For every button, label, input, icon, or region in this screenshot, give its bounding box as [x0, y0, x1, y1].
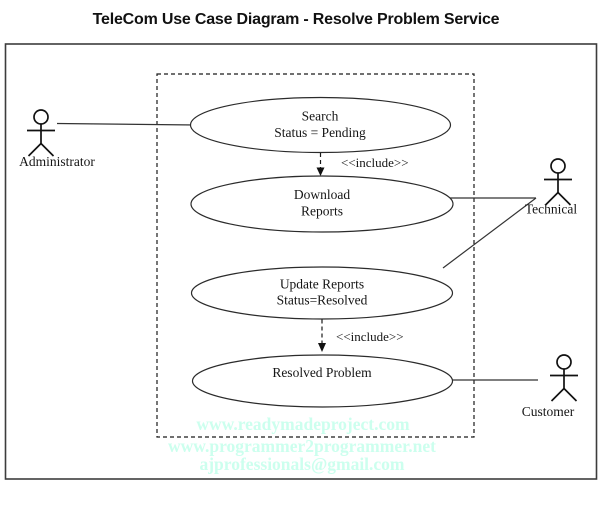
use-case-label: Download	[294, 187, 350, 202]
actor-leg	[550, 387, 565, 402]
actor-technical: Technical	[525, 158, 578, 217]
actor-label: Administrator	[19, 154, 95, 169]
use-case-label: Status=Resolved	[277, 293, 368, 308]
page-title: TeleCom Use Case Diagram - Resolve Probl…	[93, 11, 500, 28]
watermark-line: www.programmer2programmer.net	[168, 436, 436, 456]
use-case-label: Reports	[301, 204, 343, 219]
actor-leg	[563, 387, 578, 402]
use-case-ellipse	[190, 266, 454, 320]
watermark-line: ajprofessionals@gmail.com	[199, 454, 404, 474]
use-case-ellipse	[189, 96, 452, 154]
watermark: www.readymadeproject.com www.programmer2…	[168, 414, 436, 474]
use-case-search: Search Status = Pending	[189, 96, 452, 154]
use-case-ellipse	[190, 175, 454, 233]
use-case-update-reports: Update Reports Status=Resolved	[190, 266, 454, 320]
actor-leg	[40, 142, 55, 157]
include-arrow-search-download: <<include>>	[316, 153, 409, 176]
include-label: <<include>>	[341, 155, 409, 170]
include-arrowhead	[316, 167, 325, 176]
include-arrowhead	[318, 343, 326, 352]
actor-stick-figure-icon	[544, 158, 572, 206]
association-administrator-search	[56, 122, 197, 126]
use-case-label: Search	[302, 109, 339, 124]
system-boundary	[156, 73, 475, 438]
actor-stick-figure-icon	[27, 109, 55, 157]
use-case-resolved-problem: Resolved Problem	[191, 354, 454, 408]
watermark-line: www.readymadeproject.com	[196, 414, 410, 434]
actor-administrator: Administrator	[19, 109, 95, 169]
actor-leg	[557, 191, 572, 206]
use-case-label: Status = Pending	[274, 125, 366, 140]
use-case-label: Resolved Problem	[272, 365, 372, 380]
actor-customer: Customer	[522, 354, 578, 419]
include-arrow-update-resolved: <<include>>	[318, 319, 404, 352]
actor-leg	[27, 142, 42, 157]
association-technical-update	[442, 197, 537, 269]
include-label: <<include>>	[336, 329, 404, 344]
use-case-label: Update Reports	[280, 277, 364, 292]
use-case-ellipse	[191, 354, 454, 408]
actor-leg	[544, 191, 559, 206]
use-case-download-reports: Download Reports	[190, 175, 454, 233]
actor-stick-figure-icon	[550, 354, 578, 402]
actor-label: Customer	[522, 404, 575, 419]
actor-label: Technical	[525, 202, 578, 217]
